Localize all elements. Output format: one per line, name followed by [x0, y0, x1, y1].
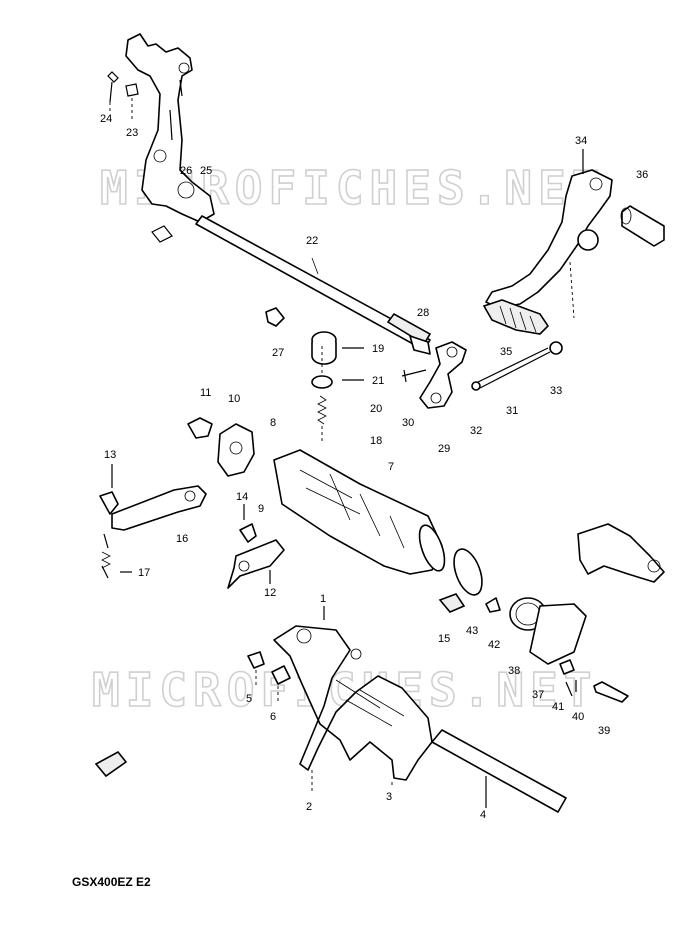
callout-2: 2 — [306, 801, 312, 813]
gearshift-shaft-part — [151, 215, 432, 351]
linkage-arm-part — [401, 341, 467, 409]
cam-stopper-parts — [311, 331, 337, 444]
callout-8: 8 — [270, 417, 276, 429]
pin-parts — [247, 651, 291, 704]
callout-39: 39 — [598, 725, 610, 737]
stopper-arm-part — [99, 485, 207, 579]
clip-part-28 — [409, 335, 431, 355]
callout-1: 1 — [320, 593, 326, 605]
callout-25: 25 — [200, 165, 212, 177]
callout-29: 29 — [438, 443, 450, 455]
callout-38: 38 — [508, 665, 520, 677]
gearshift-arm-part — [125, 33, 215, 223]
bearing-and-cover-part — [438, 523, 665, 665]
link-rod-part — [471, 341, 563, 391]
callout-43: 43 — [466, 625, 478, 637]
callout-5: 5 — [246, 693, 252, 705]
washer-part-23 — [125, 83, 139, 97]
callout-33: 33 — [550, 385, 562, 397]
bolt-part-27 — [265, 307, 285, 327]
footpeg-rubber-part-36 — [620, 205, 665, 247]
front-direction-icon — [94, 750, 128, 778]
callout-19: 19 — [372, 343, 384, 355]
callout-26: 26 — [180, 165, 192, 177]
callout-16: 16 — [176, 533, 188, 545]
diagram-code-label: GSX400EZ E2 — [72, 875, 151, 889]
callout-40: 40 — [572, 711, 584, 723]
callout-12: 12 — [264, 587, 276, 599]
callout-3: 3 — [386, 791, 392, 803]
callout-32: 32 — [470, 425, 482, 437]
callout-9: 9 — [258, 503, 264, 515]
gearshift-pedal-part — [482, 169, 613, 335]
callout-7: 7 — [388, 461, 394, 473]
callout-11: 11 — [200, 387, 211, 399]
callout-20: 20 — [370, 403, 382, 415]
callout-24: 24 — [100, 113, 112, 125]
callout-31: 31 — [506, 405, 518, 417]
callout-17: 17 — [138, 567, 150, 579]
callout-6: 6 — [270, 711, 276, 723]
callout-28: 28 — [417, 307, 429, 319]
small-fittings-part — [559, 659, 629, 703]
callout-13: 13 — [104, 449, 116, 461]
fork-shaft-part — [431, 729, 567, 813]
bolt-part-24 — [107, 71, 119, 103]
callout-37: 37 — [532, 689, 544, 701]
callout-23: 23 — [126, 127, 138, 139]
shift-fork-parts — [273, 606, 433, 794]
pawl-part — [227, 523, 285, 589]
callout-35: 35 — [500, 346, 512, 358]
gearshift-drum-part — [273, 449, 446, 575]
callout-18: 18 — [370, 435, 382, 447]
callout-27: 27 — [272, 347, 284, 359]
callout-42: 42 — [488, 639, 500, 651]
callout-22: 22 — [306, 235, 318, 247]
callout-14: 14 — [236, 491, 248, 503]
callout-30: 30 — [402, 417, 414, 429]
callout-34: 34 — [575, 135, 587, 147]
callout-15: 15 — [438, 633, 450, 645]
leader-pedal — [569, 261, 575, 319]
callout-21: 21 — [372, 375, 384, 387]
callout-10: 10 — [228, 393, 240, 405]
callout-41: 41 — [552, 701, 564, 713]
callout-4: 4 — [480, 809, 486, 821]
callout-36: 36 — [636, 169, 648, 181]
cam-plate-part — [187, 417, 255, 477]
